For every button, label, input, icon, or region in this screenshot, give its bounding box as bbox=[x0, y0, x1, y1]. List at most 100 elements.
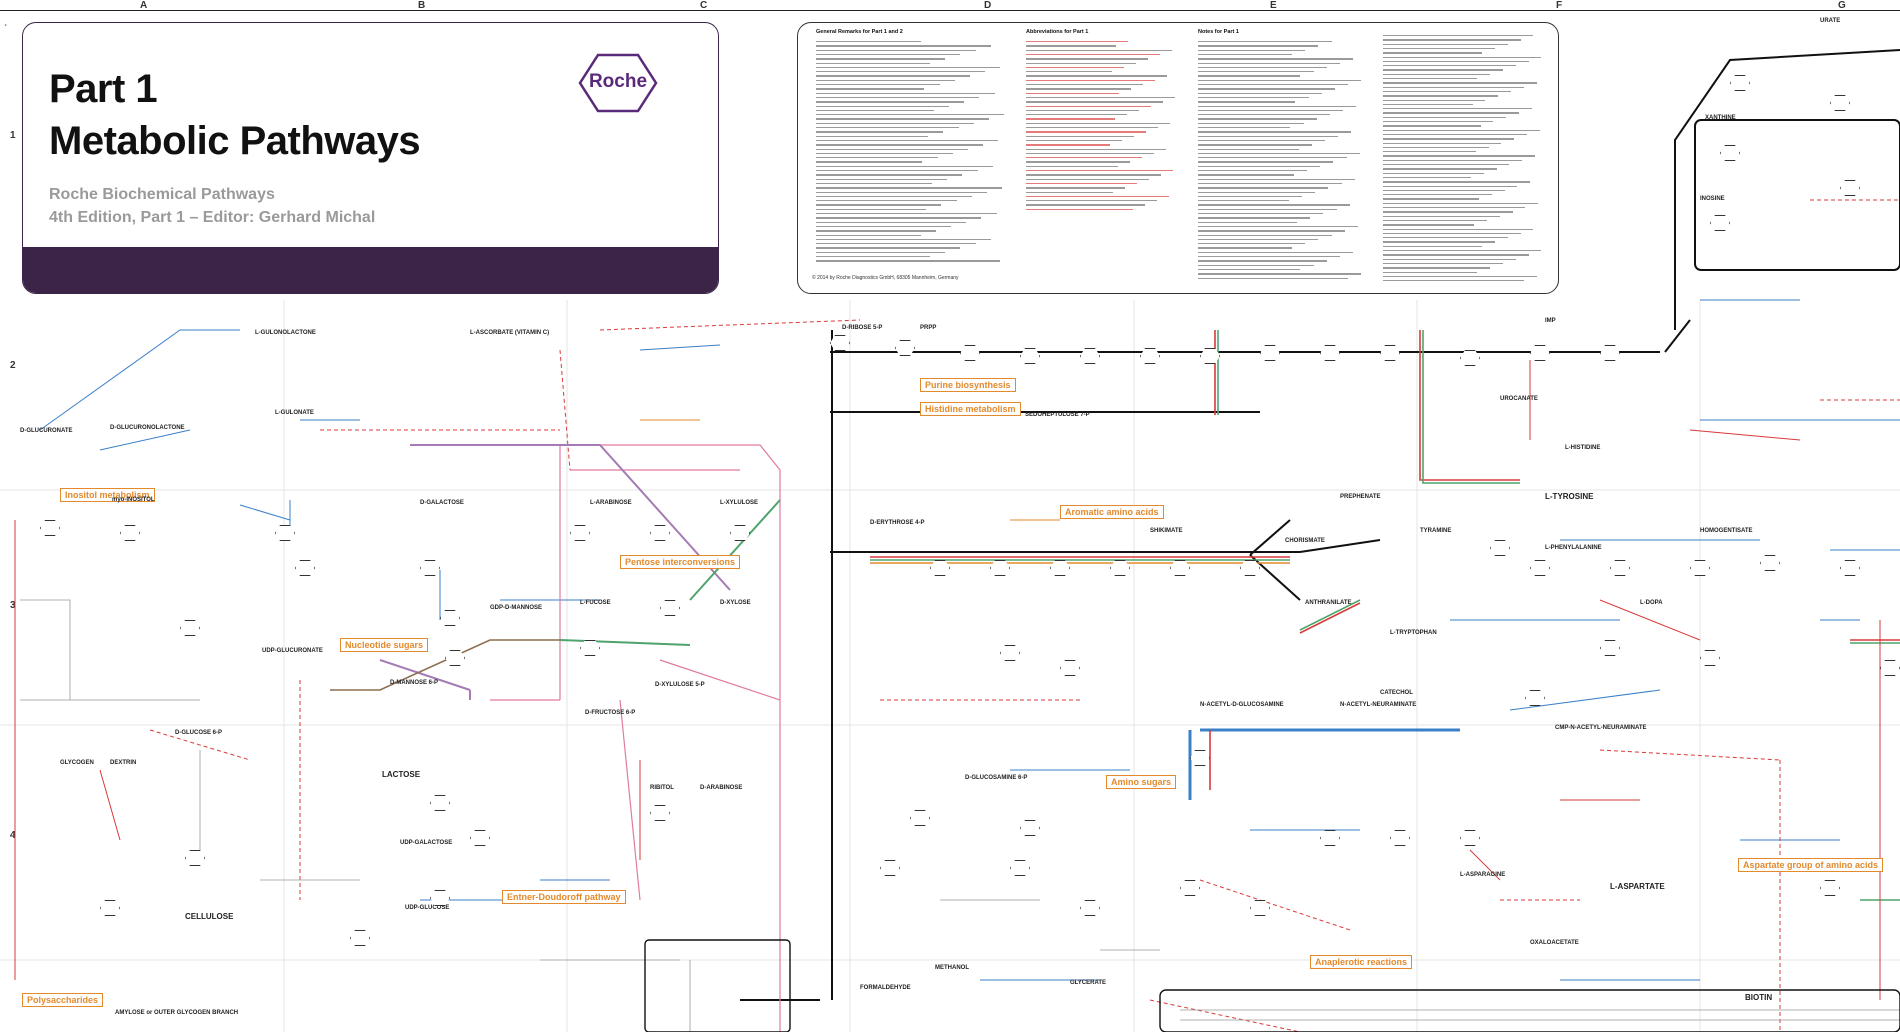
notes-text-line bbox=[1198, 165, 1321, 168]
logo-text: Roche bbox=[588, 71, 648, 92]
notes-text-line bbox=[816, 165, 993, 168]
notes-text-line bbox=[1026, 195, 1169, 198]
compound-gdp-mannose: GDP-D-MANNOSE bbox=[490, 605, 542, 611]
ring-structure bbox=[830, 335, 850, 351]
notes-text-line bbox=[1383, 60, 1529, 63]
ring-structure bbox=[895, 340, 915, 356]
ring-structure bbox=[1530, 560, 1550, 576]
label-pentose: Pentose interconversions bbox=[620, 555, 741, 569]
notes-text-line bbox=[1383, 168, 1497, 170]
notes-text-line bbox=[1383, 65, 1516, 67]
ring-structure bbox=[930, 560, 950, 576]
notes-text-line bbox=[1026, 144, 1110, 146]
notes-text-line bbox=[1198, 208, 1337, 211]
notes-text-line bbox=[1198, 41, 1332, 43]
compound-l-xylulose: L-XYLULOSE bbox=[720, 500, 759, 506]
notes-text-line bbox=[1198, 204, 1350, 206]
notes-text-line bbox=[1198, 152, 1360, 155]
notes-text-line bbox=[816, 256, 930, 258]
notes-text-line bbox=[1198, 122, 1304, 125]
compound-fructose-6p: D-FRUCTOSE 6-P bbox=[585, 710, 636, 716]
ring-structure bbox=[1050, 560, 1070, 576]
notes-box: General Remarks for Part 1 and 2 Abbrevi… bbox=[797, 22, 1559, 294]
column-label-f: F bbox=[1556, 0, 1563, 11]
notes-text-line bbox=[816, 79, 955, 82]
notes-text-line bbox=[1198, 200, 1289, 202]
notes-text-line bbox=[1198, 49, 1306, 51]
notes-text-line bbox=[1026, 49, 1172, 51]
ring-structure bbox=[1080, 348, 1100, 364]
notes-text-line bbox=[816, 230, 936, 232]
ring-structure bbox=[1180, 880, 1200, 896]
notes-text-line bbox=[816, 225, 951, 228]
notes-text-line bbox=[1026, 182, 1137, 185]
notes-text-line bbox=[1198, 182, 1342, 185]
notes-text-line bbox=[1383, 267, 1491, 269]
ring-structure bbox=[1610, 560, 1630, 576]
row-label-4: 4 bbox=[10, 830, 16, 841]
compound-prpp: PRPP bbox=[920, 325, 937, 331]
ring-structure bbox=[1830, 95, 1850, 111]
notes-text-line bbox=[1198, 144, 1312, 146]
notes-text-line bbox=[1198, 191, 1316, 193]
compound-catechol: CATECHOL bbox=[1380, 690, 1413, 696]
ring-structure bbox=[1730, 75, 1750, 91]
notes-text-line bbox=[1198, 277, 1349, 279]
notes-text-line bbox=[1198, 127, 1291, 129]
compound-tyramine: TYRAMINE bbox=[1420, 528, 1452, 534]
notes-text-line bbox=[816, 161, 923, 163]
notes-text-line bbox=[1026, 139, 1122, 142]
roche-logo: Roche bbox=[578, 53, 658, 113]
notes-text-line bbox=[1026, 131, 1146, 133]
compound-urocanate: UROCANATE bbox=[1500, 396, 1538, 402]
compound-d-arabinose: D-ARABINOSE bbox=[700, 785, 743, 791]
notes-text-line bbox=[1198, 187, 1329, 189]
notes-text-line bbox=[816, 88, 925, 90]
notes-text-line bbox=[1026, 152, 1154, 155]
compound-ribose-5p: D-RIBOSE 5-P bbox=[842, 325, 883, 331]
notes-text-line bbox=[1198, 135, 1339, 137]
compound-d-xylose: D-XYLOSE bbox=[720, 600, 751, 606]
notes-text-line bbox=[816, 148, 968, 150]
notes-text-line bbox=[1383, 198, 1479, 200]
edition-editor: 4th Edition, Part 1 – Editor: Gerhard Mi… bbox=[49, 209, 376, 226]
row-label-3: 3 bbox=[10, 600, 16, 611]
notes-text-line bbox=[1026, 75, 1167, 77]
notes-text-line bbox=[1198, 213, 1324, 215]
notes-text-line bbox=[816, 191, 987, 193]
part-number: Part 1 bbox=[49, 67, 158, 111]
notes-text-line bbox=[1383, 56, 1542, 58]
notes-text-line bbox=[816, 139, 999, 142]
notes-text-line bbox=[1383, 47, 1495, 50]
ring-structure bbox=[1060, 660, 1080, 676]
notes-text-line bbox=[1383, 121, 1494, 123]
ring-structure bbox=[730, 525, 750, 541]
row-label-2: 2 bbox=[10, 360, 16, 371]
notes-text-line bbox=[816, 204, 942, 206]
notes-text-line bbox=[1383, 181, 1531, 183]
notes-text-line bbox=[1026, 127, 1158, 129]
column-label-b: B bbox=[418, 0, 426, 11]
notes-text-line bbox=[1383, 142, 1502, 144]
notes-text-line bbox=[816, 217, 982, 219]
notes-text-line bbox=[1026, 88, 1131, 90]
ring-structure bbox=[1080, 900, 1100, 916]
label-entner: Entner-Doudoroff pathway bbox=[502, 890, 626, 904]
column-label-a: A bbox=[140, 0, 148, 11]
ring-structure bbox=[1240, 560, 1260, 576]
notes-text-line bbox=[816, 234, 921, 236]
notes-text-line bbox=[1198, 157, 1347, 159]
notes-text-line bbox=[816, 174, 963, 176]
notes-text-line bbox=[816, 187, 1003, 189]
notes-text-line bbox=[1198, 79, 1362, 82]
compound-l-gulonate: L-GULONATE bbox=[275, 410, 314, 416]
ring-structure bbox=[350, 930, 370, 946]
notes-text-line bbox=[1198, 174, 1294, 176]
title-band bbox=[23, 247, 718, 293]
ring-structure bbox=[1390, 830, 1410, 846]
notes-text-line bbox=[1026, 170, 1173, 172]
notes-text-line bbox=[1026, 101, 1163, 103]
notes-text-line bbox=[1198, 148, 1299, 150]
notes-text-line bbox=[816, 247, 961, 249]
